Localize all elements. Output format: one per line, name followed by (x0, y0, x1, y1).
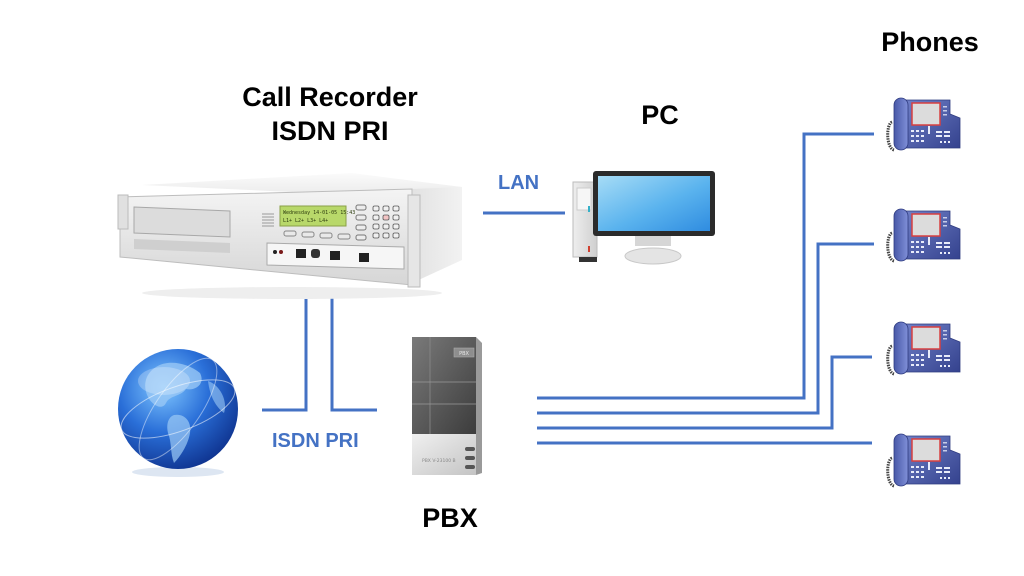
isdn-wire-network (262, 297, 308, 412)
isdn-wire-pbx (330, 297, 377, 412)
extension-wire-3 (537, 355, 872, 430)
isdn-label: ISDN PRI (272, 430, 359, 452)
lan-label: LAN (498, 172, 540, 194)
lcd-line-2: L1+ L2+ L3+ L4+ (283, 218, 328, 224)
call-recorder-device: Wednesday 14-01-05 15:43 L1+ L2+ L3+ L4+ (117, 173, 462, 299)
extension-wire-1 (537, 132, 874, 400)
lcd-display (279, 205, 347, 227)
phone-icon (886, 432, 962, 488)
pbx-device: PBX PBX V-23100 B (412, 337, 482, 475)
pbx-model: PBX V-23100 B (422, 458, 456, 464)
pc-icon (572, 171, 715, 265)
phone-icon (886, 96, 962, 152)
lcd-line-1: Wednesday 14-01-05 15:43 (283, 210, 355, 216)
recorder-title: Call Recorder ISDN PRI (190, 80, 470, 148)
pbx-title: PBX (422, 503, 478, 533)
pbx-badge: PBX (459, 351, 469, 357)
phones-title: Phones (881, 27, 979, 57)
globe-icon (118, 349, 238, 477)
pc-title: PC (641, 100, 679, 130)
phone-icon (886, 207, 962, 263)
phone-icon (886, 320, 962, 376)
recorder-title-line2: ISDN PRI (271, 116, 389, 146)
recorder-title-line1: Call Recorder (242, 82, 418, 112)
extension-wire-2 (537, 242, 874, 415)
